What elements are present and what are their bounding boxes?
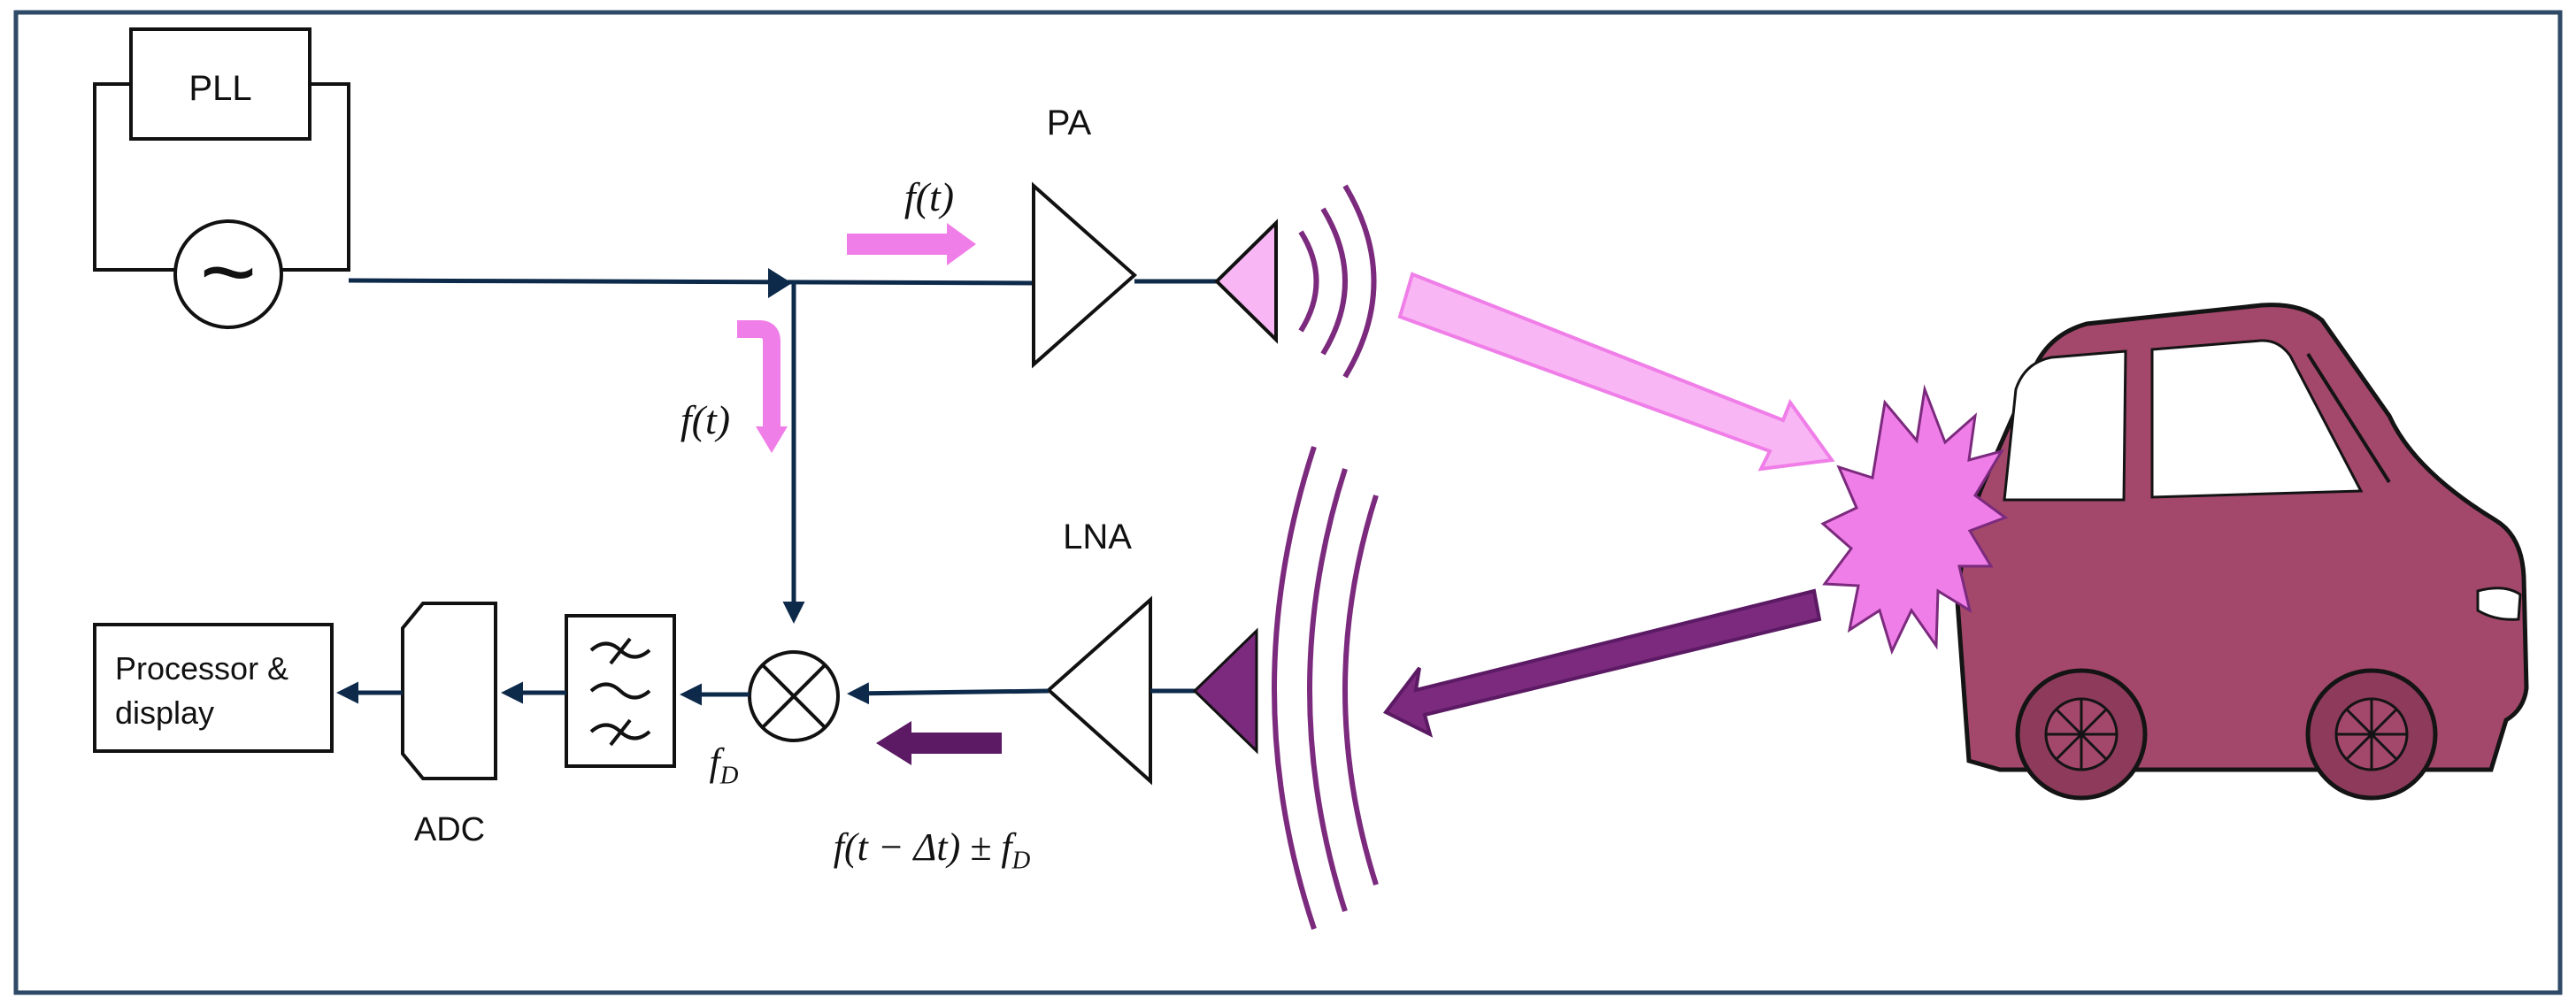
tx-signal-label: f(t): [904, 174, 954, 219]
rx-signal-arrow: [876, 721, 1002, 765]
car-headlight: [2476, 587, 2522, 621]
tx-wave-icon: [1298, 184, 1377, 379]
return-beam-arrow: [1382, 588, 1822, 738]
processor-display-block: Processor & display: [93, 623, 334, 753]
pll-feedback-loop: [93, 82, 350, 272]
car-wheel-rear: [2305, 668, 2438, 801]
tx-line: [348, 278, 1036, 286]
lna-to-mixer-line: [847, 682, 1050, 705]
rx-signal-label: f(t − Δt) ± fD: [834, 825, 1031, 875]
lo-signal-arrow: [737, 320, 788, 453]
reflection-burst-icon: [1820, 384, 2009, 656]
car-wheel-front: [2015, 668, 2148, 801]
pa-amplifier: [1032, 181, 1138, 369]
car-target: [1955, 303, 2529, 801]
processor-label-line2: display: [115, 694, 214, 731]
pll-block: PLL: [129, 27, 311, 141]
filter-block: [565, 614, 676, 768]
mixer-icon: [748, 650, 840, 742]
rx-antenna-icon: [1192, 627, 1258, 755]
lna-label: LNA: [1063, 518, 1132, 556]
outgoing-beam-arrow: [1397, 272, 1835, 472]
adc-label: ADC: [414, 811, 485, 848]
processor-label-line1: Processor &: [115, 650, 288, 687]
tx-signal-arrow: [847, 223, 976, 265]
tx-antenna-icon: [1214, 219, 1278, 344]
adc-block: [401, 602, 497, 780]
filter-icon: [589, 637, 651, 747]
oscillator-icon: ~: [173, 218, 283, 329]
car-window-rear: [2150, 339, 2364, 499]
rx-wave-icon: [1272, 446, 1379, 930]
oscillator-symbol: ~: [200, 218, 257, 326]
lo-signal-label: f(t): [681, 397, 730, 442]
pa-label: PA: [1047, 104, 1092, 142]
car-window-front: [2003, 349, 2127, 502]
splitter-arrow: [768, 268, 792, 298]
pll-label: PLL: [188, 69, 251, 108]
